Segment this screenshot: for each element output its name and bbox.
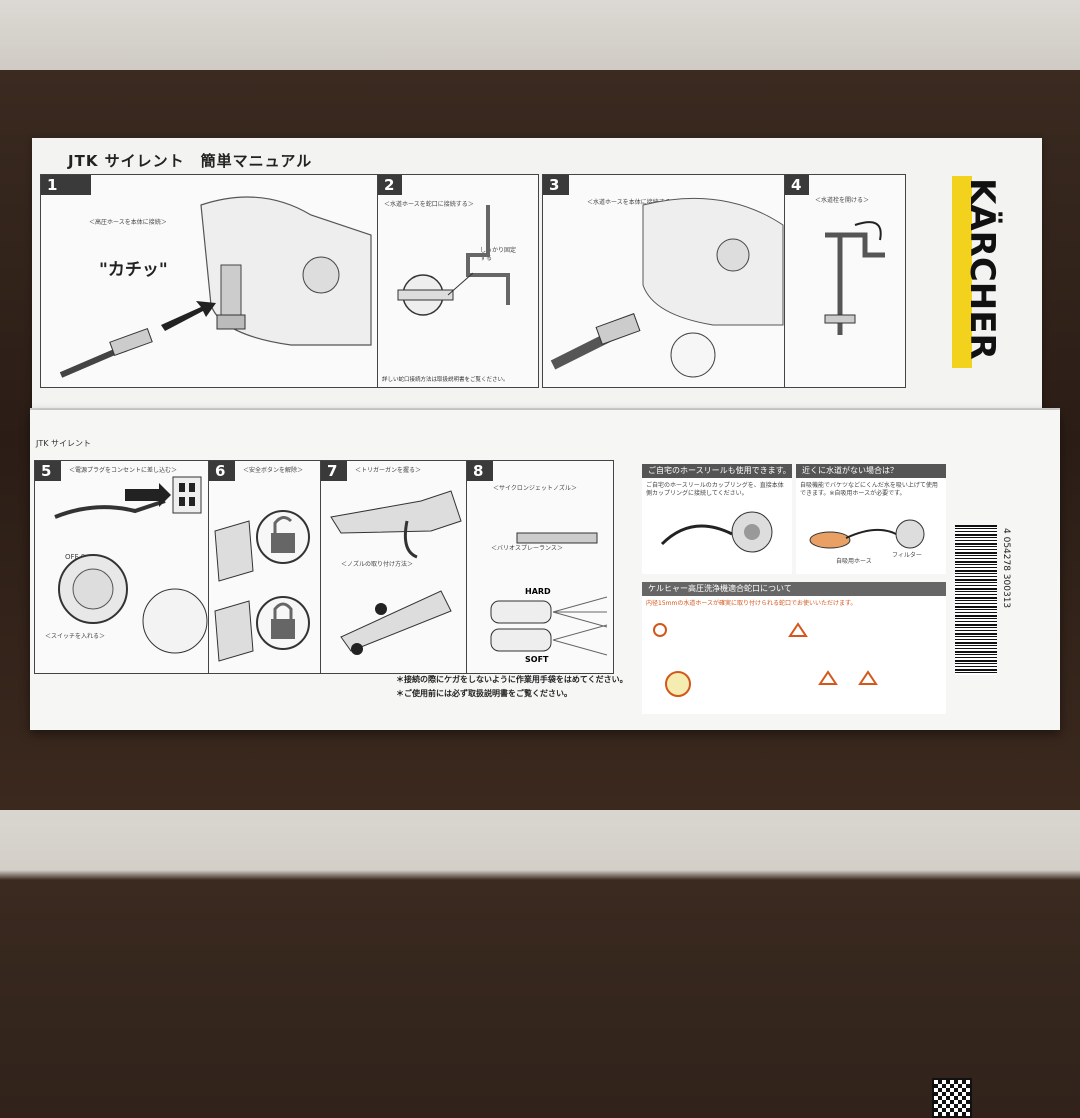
- wall-background: [0, 0, 1080, 70]
- faucet-types-illustration: [653, 622, 878, 697]
- step-number: 7: [327, 462, 338, 480]
- step-note: ＜水道ホースを本体に接続する＞: [587, 199, 677, 206]
- suction-hose-label: 自吸用ホース: [836, 558, 872, 565]
- step-note: ＜水道栓を開ける＞: [815, 197, 870, 204]
- panel-subtitle: JTK サイレント: [36, 439, 92, 448]
- step-number: 2: [384, 176, 395, 194]
- lock-illustration: [214, 510, 310, 662]
- click-callout: "カチッ": [99, 260, 168, 280]
- dial-label: OFF 0: [65, 553, 86, 561]
- step-3: 3 ＜水道ホースを本体に接続する＞: [542, 174, 790, 388]
- hose-connection-illustration: [550, 197, 784, 378]
- warning-manual: ＊ご使用前には必ず取扱説明書をご覧ください。: [396, 689, 572, 698]
- step-number: 8: [473, 462, 484, 480]
- step-5: 5 ＜電源プラグをコンセントに差し込む＞ ＜スイッチを入れる＞ OFF 0: [34, 460, 214, 674]
- trigger-gun-illustration: [330, 490, 462, 655]
- info-body: 自吸機能でバケツなどにくんだ水を吸い上げて使用できます。※自吸用ホースが必要です…: [800, 482, 938, 497]
- step-4: 4 ＜水道栓を開ける＞: [784, 174, 906, 388]
- plug-and-dial-illustration: [54, 476, 208, 654]
- barcode: [955, 525, 997, 675]
- step-2: 2 ＜水道ホースを蛇口に接続する＞ しっかり固定する 詳しい蛇口接続方法は取扱説…: [377, 174, 539, 388]
- qr-code: [932, 1078, 972, 1118]
- info-heading: ご自宅のホースリールも使用できます。: [642, 464, 792, 478]
- step-caption: 詳しい蛇口接続方法は取扱説明書をご覧ください。: [382, 377, 509, 383]
- box-bottom-panel: JTK サイレント 5 ＜電源プラグをコンセントに差し込む＞ ＜スイッチを入れる…: [30, 410, 1060, 1118]
- step-note: ＜水道ホースを蛇口に接続する＞: [384, 201, 474, 208]
- nozzle-illustration: [490, 532, 608, 656]
- nozzle-attach-label: ＜ノズルの取り付け方法＞: [341, 561, 414, 568]
- filter-label: フィルター: [892, 552, 922, 559]
- step-number: 5: [41, 462, 52, 480]
- bucket-illustration: [809, 519, 925, 549]
- info-heading: ケルヒャー高圧洗浄機適合蛇口について: [642, 582, 946, 596]
- box-top-panel: JTK サイレント 簡単マニュアル 1 ＜高圧ホースを本体に接続＞ "カチッ" …: [32, 138, 1042, 410]
- hose-reel-illustration: [660, 511, 773, 553]
- manual-title: JTK サイレント 簡単マニュアル: [68, 152, 313, 170]
- info-heading: 近くに水道がない場合は？: [796, 464, 946, 478]
- step-number: 1: [47, 176, 58, 194]
- open-tap-illustration: [824, 221, 885, 335]
- step-note: ＜トリガーガンを握る＞: [355, 467, 422, 474]
- warning-gloves: ＊接続の際にケガをしないように作業用手袋をはめてください。: [396, 675, 628, 684]
- step-7: 7 ＜トリガーガンを握る＞ ＜ノズルの取り付け方法＞: [320, 460, 472, 674]
- step-1: 1 ＜高圧ホースを本体に接続＞ "カチッ": [40, 174, 382, 388]
- step-number: 3: [549, 176, 560, 194]
- step-8: 8 ＜サイクロンジェットノズル＞ ＜バリオスプレーランス＞ HARD SOFT: [466, 460, 614, 674]
- switch-label: ＜スイッチを入れる＞: [45, 633, 106, 640]
- vario-lance-label: ＜バリオスプレーランス＞: [491, 545, 563, 552]
- tap-compat-info: ケルヒャー高圧洗浄機適合蛇口について 内径15mmの水道ホースが確実に取り付けら…: [642, 582, 946, 714]
- info-body: ご自宅のホースリールのカップリングを、直接本体側カップリングに接続してください。: [646, 482, 784, 497]
- step-note: ＜電源プラグをコンセントに差し込む＞: [69, 467, 178, 474]
- info-body: 内径15mmの水道ホースが確実に取り付けられる蛇口でお使いいただけます。: [646, 600, 857, 607]
- step-side-note: しっかり固定する: [480, 247, 517, 262]
- brand-logo: KÄRCHER: [962, 178, 1002, 360]
- hose-reel-info: ご自宅のホースリールも使用できます。 ご自宅のホースリールのカップリングを、直接…: [642, 464, 792, 574]
- pressure-washer-illustration: [59, 196, 372, 378]
- step-note: ＜サイクロンジェットノズル＞: [493, 485, 577, 492]
- step-note: ＜高圧ホースを本体に接続＞: [89, 219, 167, 226]
- brand-color-bar: [952, 176, 972, 368]
- barcode-number: 4 054278 300313: [1001, 528, 1011, 609]
- step-note: ＜安全ボタンを解除＞: [243, 467, 304, 474]
- faucet-illustration: [397, 205, 510, 316]
- hard-label: HARD: [525, 587, 551, 596]
- step-number: 6: [215, 462, 226, 480]
- soft-label: SOFT: [525, 655, 549, 664]
- step-number: 4: [791, 176, 802, 194]
- no-tap-info: 近くに水道がない場合は？ 自吸機能でバケツなどにくんだ水を吸い上げて使用できます…: [796, 464, 946, 574]
- step-6: 6 ＜安全ボタンを解除＞: [208, 460, 326, 674]
